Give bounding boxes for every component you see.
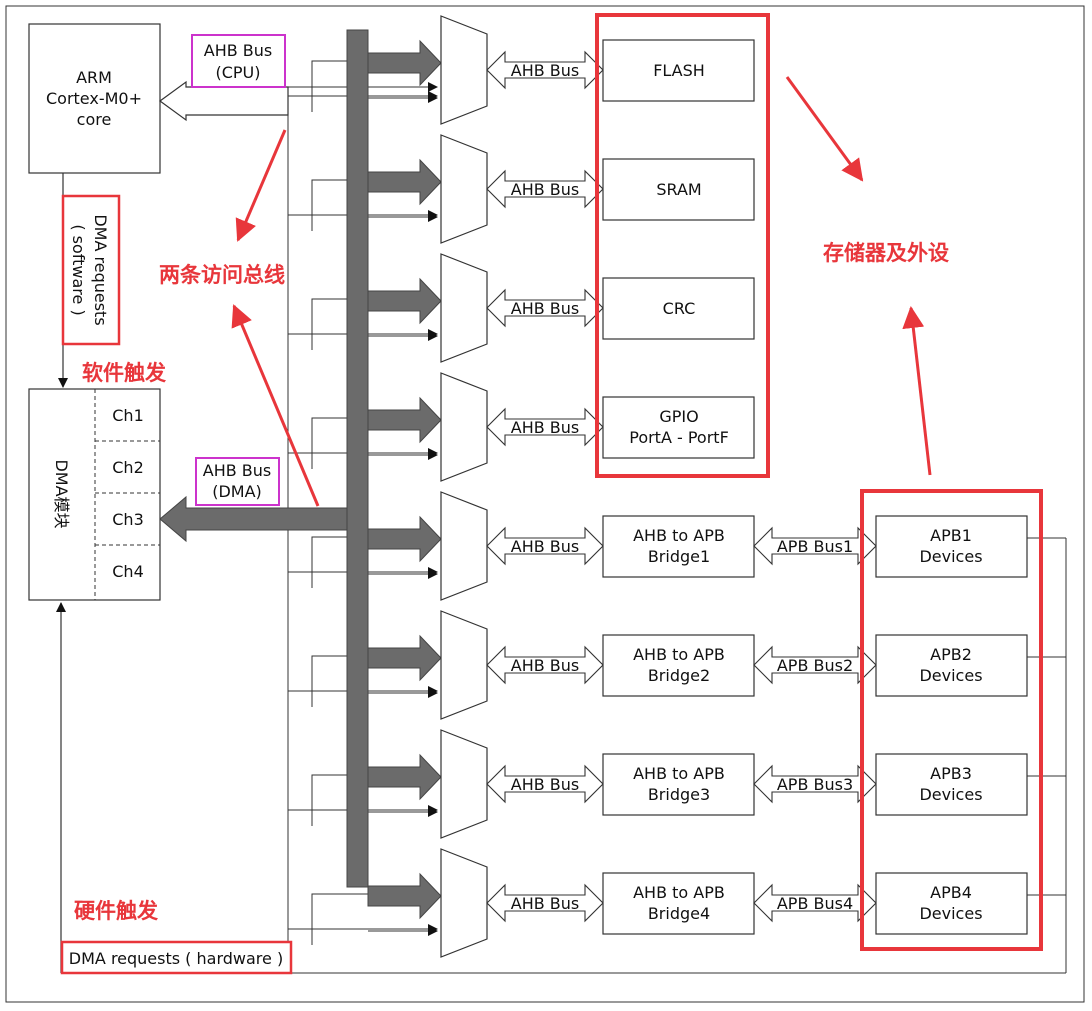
apb-link-label-4: APB Bus4 bbox=[777, 894, 853, 913]
ahb-link-label-4: AHB Bus bbox=[511, 418, 580, 437]
dma-channel-4: Ch4 bbox=[112, 562, 144, 581]
bus-row-1: AHB Bus FLASH bbox=[440, 15, 755, 125]
dma-bus-label: AHB Bus (DMA) bbox=[195, 457, 280, 506]
dma-channel-1: Ch1 bbox=[112, 406, 144, 425]
apb-device-box-2-label-line-1: APB2 bbox=[930, 645, 972, 664]
annotation-arrow-peripherals bbox=[902, 306, 932, 476]
bridge-box-4-label-line-2: Bridge4 bbox=[648, 904, 710, 923]
apb-device-box-1-label-line-1: APB1 bbox=[930, 526, 972, 545]
bus-mux-5 bbox=[440, 491, 488, 601]
apb-device-box-1 bbox=[875, 515, 1028, 578]
annotation-arrow-dma-bus bbox=[231, 304, 320, 507]
memory-box-4-label-line-2: PortA - PortF bbox=[629, 428, 729, 447]
bridge-box-1 bbox=[602, 515, 755, 578]
bridge-box-2-label-line-2: Bridge2 bbox=[648, 666, 710, 685]
dma-request-hardware-label: DMA requests ( hardware ) bbox=[60, 940, 293, 975]
cpu-core-block: ARM Cortex-M0+ core bbox=[28, 23, 161, 174]
bus-row-2: AHB Bus SRAM bbox=[440, 134, 755, 244]
memory-highlight-frame bbox=[595, 13, 770, 478]
apb-device-box-3-label-line-1: APB3 bbox=[930, 764, 972, 783]
dma-channel-2: Ch2 bbox=[112, 458, 144, 477]
bridge-box-1-label-line-2: Bridge1 bbox=[648, 547, 710, 566]
bus-row-5: AHB Bus AHB to APB Bridge1 APB Bus1 APB1Devi… bbox=[440, 491, 1066, 601]
bridge-box-3 bbox=[602, 753, 755, 816]
ahb-link-label-2: AHB Bus bbox=[511, 180, 580, 199]
annotation-software-trigger: 软件触发 bbox=[82, 361, 167, 385]
bus-row-6: AHB Bus AHB to APB Bridge2 APB Bus2 APB2Devi… bbox=[440, 610, 1066, 720]
dma-module-block: DMA模块 Ch1 Ch2 Ch3 Ch4 bbox=[28, 388, 161, 601]
bridge-box-4-label-line-1: AHB to APB bbox=[633, 883, 725, 902]
apb-device-box-4-label-line-2: Devices bbox=[919, 904, 982, 923]
annotation-arrow-memory bbox=[785, 76, 864, 182]
apb-link-label-2: APB Bus2 bbox=[777, 656, 853, 675]
memory-box-1 bbox=[602, 39, 755, 102]
bridge-box-4 bbox=[602, 872, 755, 935]
apb-device-box-1-label-line-2: Devices bbox=[919, 547, 982, 566]
memory-box-2 bbox=[602, 158, 755, 221]
cpu-bus-label-2: (CPU) bbox=[215, 63, 260, 82]
bridge-box-1-label-line-1: AHB to APB bbox=[633, 526, 725, 545]
apb-device-box-2 bbox=[875, 634, 1028, 697]
memory-box-2-label-line-1: SRAM bbox=[656, 180, 701, 199]
memory-box-4 bbox=[602, 396, 755, 459]
bus-row-8: AHB Bus AHB to APB Bridge4 APB Bus4 APB4Devi… bbox=[440, 848, 1066, 958]
cpu-label-1: ARM bbox=[76, 68, 112, 87]
peripheral-highlight-frame bbox=[860, 489, 1043, 951]
ahb-link-label-8: AHB Bus bbox=[511, 894, 580, 913]
dma-request-software-text-1: DMA requests bbox=[91, 214, 110, 325]
bus-mux-8 bbox=[440, 848, 488, 958]
bridge-box-3-label-line-1: AHB to APB bbox=[633, 764, 725, 783]
bus-row-7: AHB Bus AHB to APB Bridge3 APB Bus3 APB3Devi… bbox=[440, 729, 1066, 839]
bus-row-4: AHB Bus GPIO PortA - PortF bbox=[440, 372, 755, 482]
ahb-bus-matrix bbox=[159, 29, 442, 920]
bus-mux-7 bbox=[440, 729, 488, 839]
ahb-link-label-3: AHB Bus bbox=[511, 299, 580, 318]
memory-box-1-label-line-1: FLASH bbox=[653, 61, 705, 80]
annotation-arrow-cpu-bus bbox=[235, 129, 287, 242]
cpu-label-2: Cortex-M0+ bbox=[46, 89, 142, 108]
apb-device-box-4 bbox=[875, 872, 1028, 935]
dma-request-hardware-text: DMA requests ( hardware ) bbox=[69, 949, 283, 968]
dma-request-software-label: DMA requests ( software ) bbox=[61, 194, 121, 346]
apb-device-box-3-label-line-2: Devices bbox=[919, 785, 982, 804]
ahb-link-label-7: AHB Bus bbox=[511, 775, 580, 794]
apb-device-box-3 bbox=[875, 753, 1028, 816]
apb-device-box-2-label-line-2: Devices bbox=[919, 666, 982, 685]
bus-mux-2 bbox=[440, 134, 488, 244]
bus-mux-6 bbox=[440, 610, 488, 720]
bus-mux-3 bbox=[440, 253, 488, 363]
bridge-box-2-label-line-1: AHB to APB bbox=[633, 645, 725, 664]
ahb-link-label-6: AHB Bus bbox=[511, 656, 580, 675]
annotation-hardware-trigger: 硬件触发 bbox=[74, 899, 159, 923]
bus-row-3: AHB Bus CRC bbox=[440, 253, 755, 363]
ahb-link-label-1: AHB Bus bbox=[511, 61, 580, 80]
annotation-memory-peripherals: 存储器及外设 bbox=[823, 241, 949, 265]
dma-bus-label-1: AHB Bus bbox=[203, 461, 272, 480]
bridge-box-3-label-line-2: Bridge3 bbox=[648, 785, 710, 804]
cpu-bus-arrow bbox=[158, 80, 289, 122]
apb-device-box-4-label-line-1: APB4 bbox=[930, 883, 972, 902]
cpu-bus-label: AHB Bus (CPU) bbox=[191, 34, 286, 88]
bus-mux-1 bbox=[440, 15, 488, 125]
memory-box-3-label-line-1: CRC bbox=[663, 299, 696, 318]
outer-frame bbox=[5, 5, 1085, 1003]
dma-module-title: DMA模块 bbox=[52, 459, 71, 528]
dma-request-software-text-2: ( software ) bbox=[69, 224, 88, 315]
apb-link-label-3: APB Bus3 bbox=[777, 775, 853, 794]
dma-bus-label-2: (DMA) bbox=[212, 482, 262, 501]
memory-box-3 bbox=[602, 277, 755, 340]
bus-mux-4 bbox=[440, 372, 488, 482]
cpu-bus-label-1: AHB Bus bbox=[204, 41, 273, 60]
bridge-box-2 bbox=[602, 634, 755, 697]
cpu-label-3: core bbox=[77, 110, 112, 129]
apb-link-label-1: APB Bus1 bbox=[777, 537, 853, 556]
ahb-link-label-5: AHB Bus bbox=[511, 537, 580, 556]
memory-box-4-label-line-1: GPIO bbox=[659, 407, 698, 426]
dma-channel-3: Ch3 bbox=[112, 510, 144, 529]
annotation-two-buses: 两条访问总线 bbox=[159, 263, 285, 287]
